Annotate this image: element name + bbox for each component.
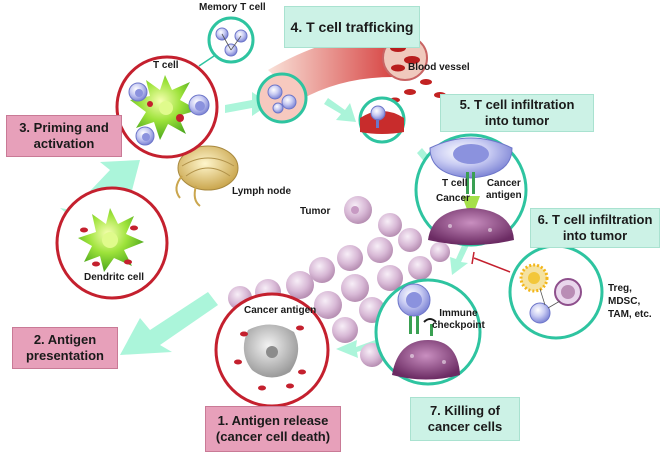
memory-t-cell-circle bbox=[207, 16, 255, 64]
suppressive-cells-label: Treg, MDSC, TAM, etc. bbox=[608, 283, 652, 320]
memory-link-line bbox=[198, 55, 215, 67]
recognition-t-cell-label: T cell bbox=[442, 178, 468, 189]
t-cell-in-vessel-circle bbox=[256, 72, 308, 124]
dendritic-cell-label: Dendritc cell bbox=[84, 272, 145, 283]
step-1-antigen-release-label: 1. Antigen release (cancer cell death) bbox=[205, 406, 341, 452]
t-cell-label: T cell bbox=[153, 60, 179, 71]
antigen-release-circle bbox=[214, 292, 330, 408]
dendritic-cell-circle bbox=[55, 186, 169, 300]
tumor-label: Tumor bbox=[300, 206, 331, 217]
t-cell-priming-circle bbox=[115, 55, 219, 159]
recognition-cancer-antigen-label: Cancer antigen bbox=[486, 178, 522, 201]
step-4-trafficking-label: 4. T cell trafficking bbox=[284, 6, 420, 48]
step-2-presentation-label: 2. Antigen presentation bbox=[12, 327, 118, 369]
cancer-antigen-label: Cancer antigen bbox=[244, 305, 317, 316]
step-5-infiltration-label: 5. T cell infiltration into tumor bbox=[440, 94, 594, 132]
inhibition-line bbox=[471, 251, 511, 273]
step-3-priming-label: 3. Priming and activation bbox=[6, 115, 122, 157]
t-cell-cancer-recognition-circle bbox=[414, 133, 528, 247]
recognition-cancer-label: Cancer bbox=[436, 193, 470, 204]
lymph-node bbox=[175, 145, 239, 207]
step-7-killing-label: 7. Killing of cancer cells bbox=[410, 397, 520, 441]
step-6-infiltration-label: 6. T cell infiltration into tumor bbox=[530, 208, 660, 248]
t-cell-extravasation-circle bbox=[358, 96, 406, 144]
immunosuppressive-cells-circle bbox=[508, 244, 604, 340]
lymph-node-label: Lymph node bbox=[232, 186, 292, 197]
killing-circle bbox=[374, 278, 482, 386]
memory-t-cell-label: Memory T cell bbox=[199, 2, 266, 13]
blood-vessel-label: Blood vessel bbox=[408, 62, 470, 73]
immune-checkpoint-label: Immune checkpoint bbox=[432, 308, 485, 331]
